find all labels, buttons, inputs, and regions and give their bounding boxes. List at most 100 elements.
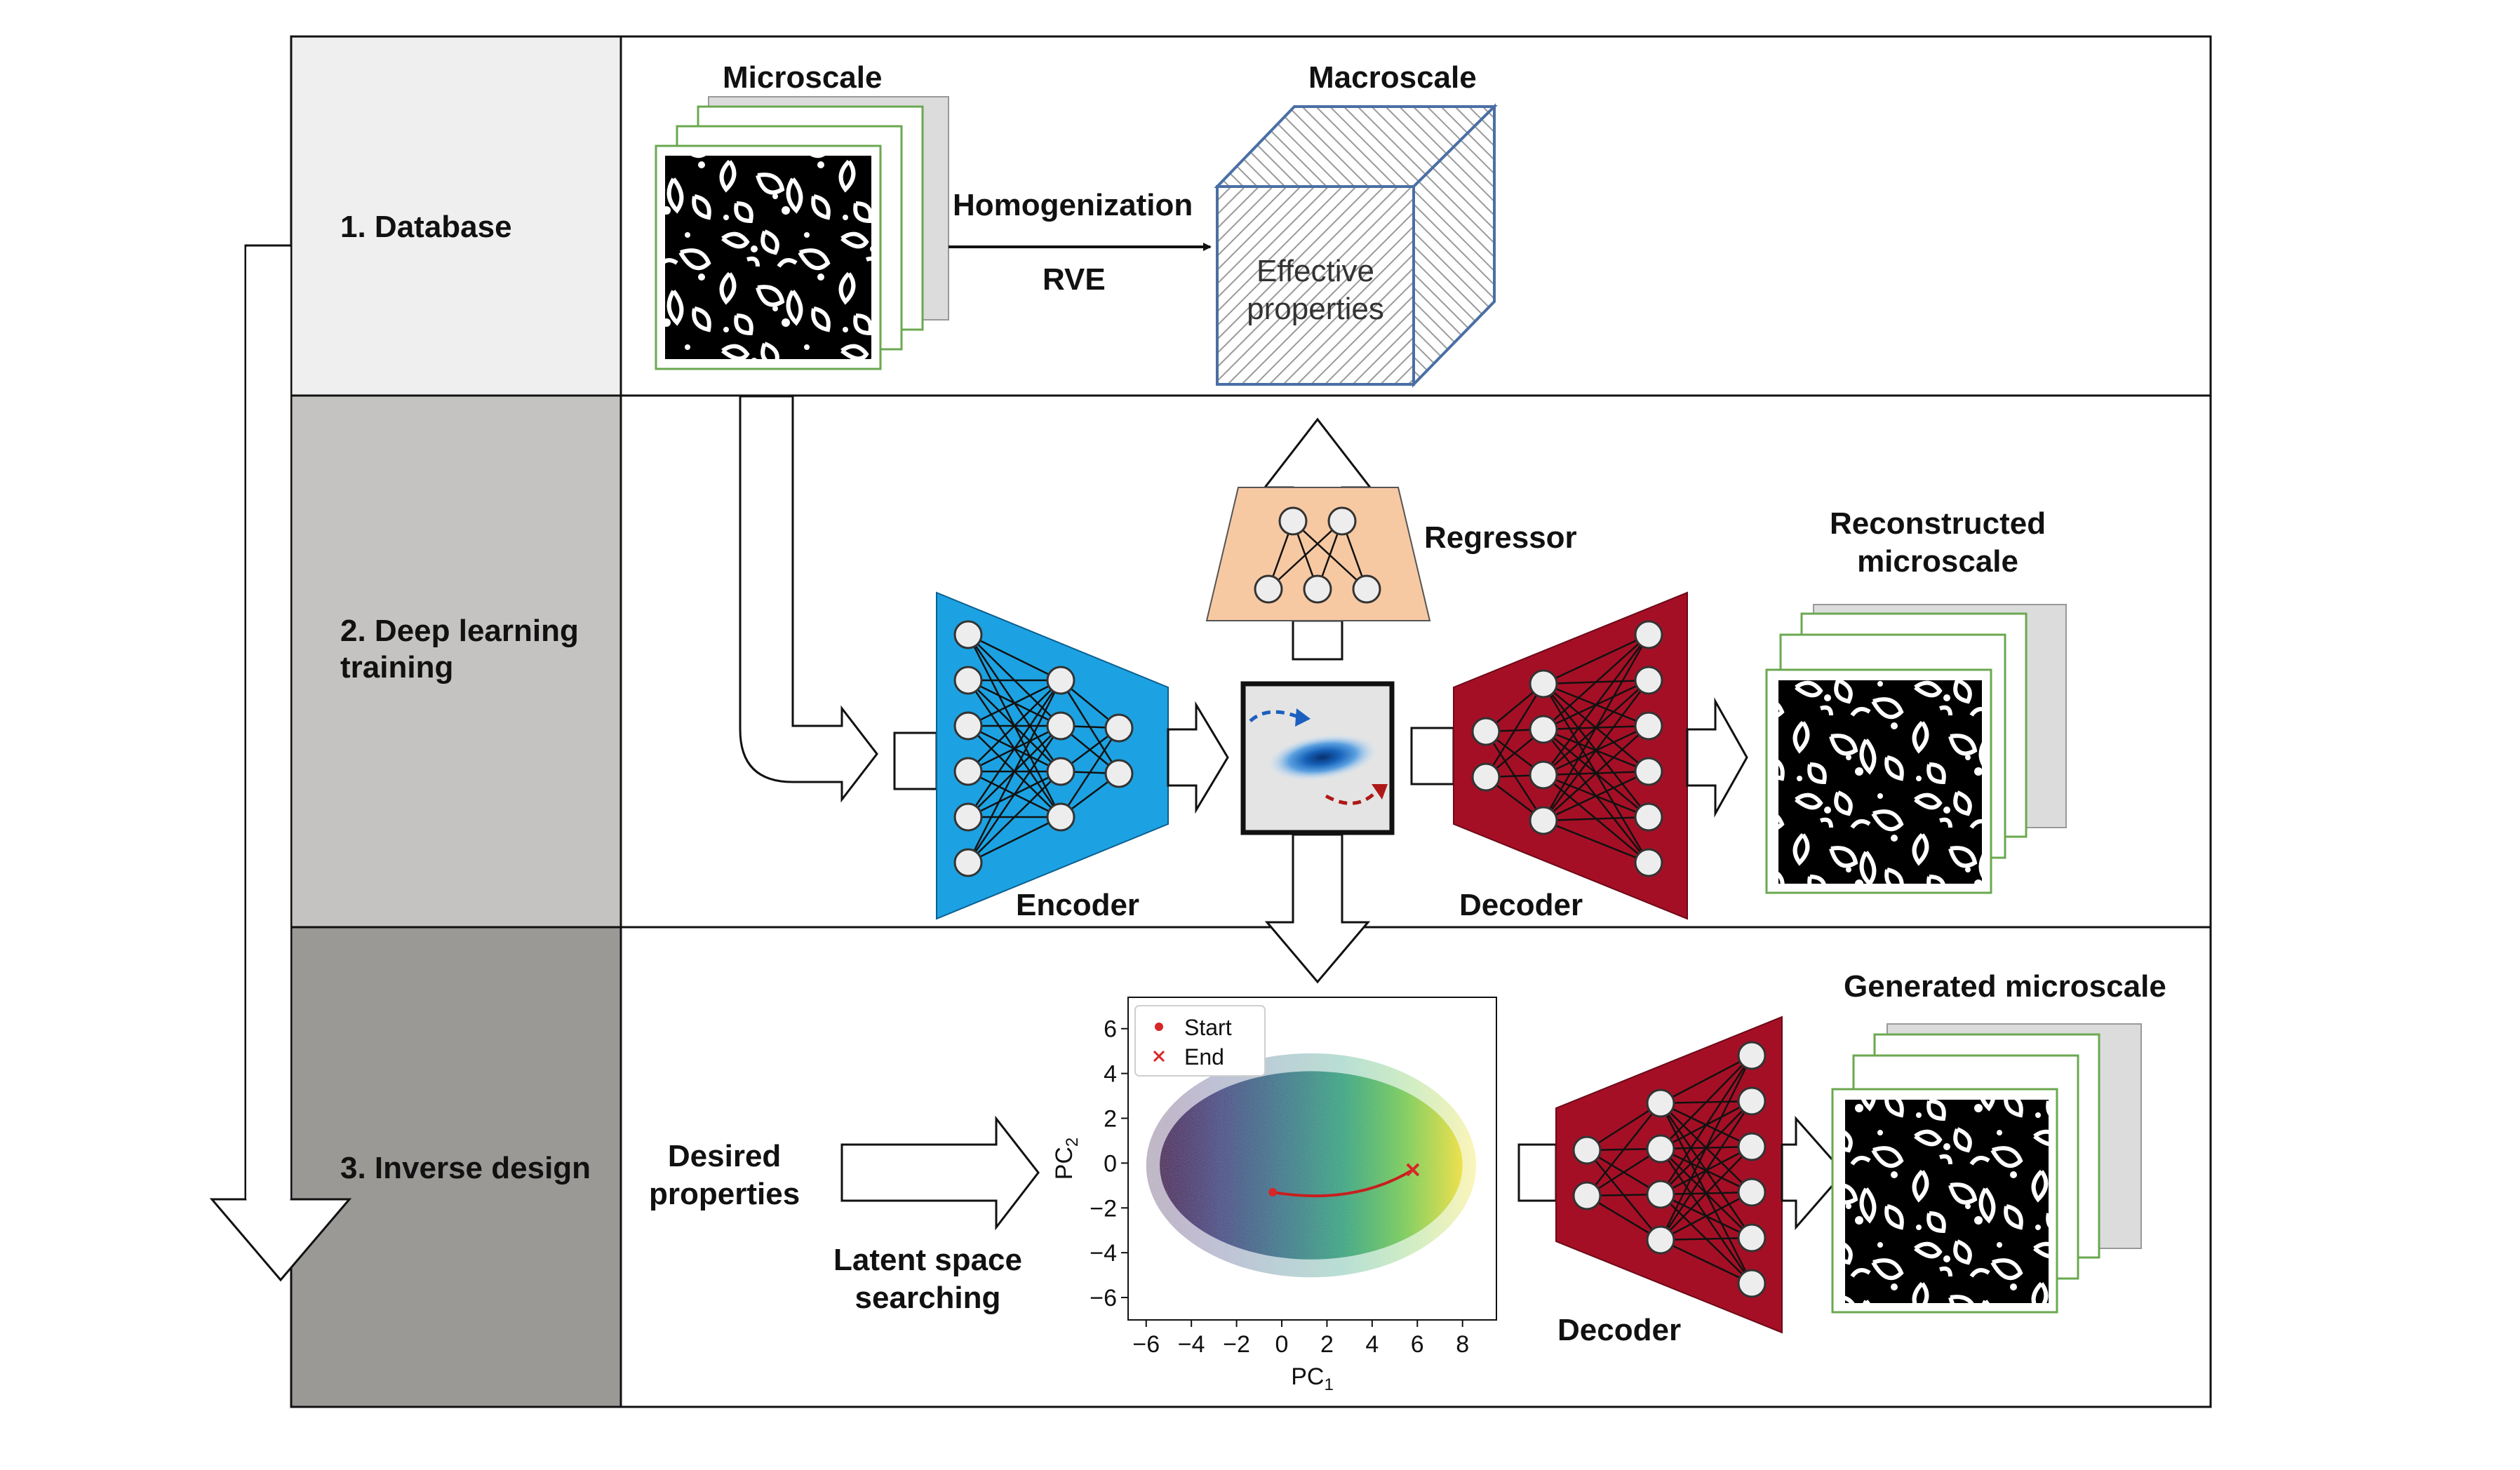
- decoder-network-training: [1453, 591, 1688, 920]
- decoder-node: [1737, 1178, 1767, 1207]
- decoder-node: [1646, 1225, 1675, 1255]
- latent-line1: Latent space: [833, 1243, 1022, 1277]
- decoder-node: [1529, 715, 1558, 744]
- x-tick-label: 0: [1275, 1331, 1289, 1358]
- reconstructed-line2: microscale: [1857, 544, 2018, 579]
- microscale-label: Microscale: [723, 60, 883, 95]
- decoder-node: [1572, 1181, 1602, 1211]
- legend-start-marker: [1155, 1023, 1163, 1031]
- regressor-up-arrow: [1292, 619, 1343, 661]
- y-tick-label: 2: [1104, 1106, 1117, 1133]
- decoder-node: [1634, 848, 1663, 877]
- reconstructed-label: Reconstructed microscale: [1830, 505, 2046, 581]
- decoder-input-arrow-inverse: [1517, 1143, 1557, 1202]
- decoder-node: [1737, 1269, 1767, 1298]
- row-label-training: 2. Deep learning training: [340, 613, 579, 686]
- desired-line1: Desired: [667, 1139, 782, 1173]
- x-tick-label: −6: [1132, 1331, 1160, 1358]
- regressor-node: [1254, 574, 1283, 604]
- encoder-node: [953, 802, 983, 832]
- desired-line2: properties: [649, 1177, 800, 1211]
- decoder-node: [1737, 1132, 1767, 1161]
- effective-line1: Effective: [1256, 254, 1374, 288]
- x-tick-label: −4: [1178, 1331, 1205, 1358]
- row-label-training-line2: training: [340, 650, 454, 685]
- decoder-node: [1529, 669, 1558, 699]
- encoder-node: [1046, 711, 1075, 741]
- decoder-input-arrow: [1410, 727, 1455, 785]
- legend-end-marker: [1153, 1050, 1165, 1063]
- decoder-node: [1634, 666, 1663, 695]
- legend-start-label: Start: [1184, 1015, 1232, 1040]
- latent-space-box: [1240, 681, 1395, 835]
- regressor-node: [1303, 574, 1332, 604]
- y-tick-label: −4: [1090, 1240, 1117, 1267]
- decoder-node: [1646, 1088, 1675, 1118]
- encoder-label: Encoder: [1016, 888, 1140, 922]
- arrow-shaft-fill: [246, 247, 290, 1199]
- regressor-node: [1278, 506, 1308, 536]
- decoder-node: [1634, 711, 1663, 741]
- regressor-network: [1205, 487, 1431, 621]
- reconstructed-line1: Reconstructed: [1830, 506, 2046, 541]
- latent-down-arrow: [1264, 833, 1371, 984]
- decoder-node: [1634, 757, 1663, 786]
- latent-search-arrow: [840, 1115, 1040, 1231]
- decoder-node: [1471, 717, 1501, 746]
- latent-line2: searching: [854, 1281, 1001, 1315]
- microscale-stack: [655, 96, 949, 370]
- generated-label: Generated microscale: [1844, 969, 2166, 1004]
- x-tick-label: −2: [1223, 1331, 1250, 1358]
- y-tick-label: −6: [1090, 1285, 1117, 1311]
- generator-output-arrow: [1781, 1116, 1845, 1231]
- desired-properties-label: Desired properties: [649, 1138, 800, 1213]
- encoder-node: [1046, 757, 1075, 786]
- decoder-node: [1529, 760, 1558, 790]
- effective-properties-label: Effective properties: [1217, 252, 1414, 328]
- end-point: [1406, 1163, 1420, 1177]
- row-inverse-bg: [291, 927, 621, 1407]
- decoder-node: [1737, 1041, 1767, 1070]
- row-label-database: 1. Database: [340, 210, 512, 244]
- legend-box: [1134, 1005, 1266, 1077]
- macroscale-cube: [1214, 103, 1498, 388]
- homogenization-label: Homogenization: [953, 188, 1193, 222]
- decoder-node: [1572, 1135, 1602, 1165]
- regressor-node: [1327, 506, 1357, 536]
- generated-stack: [1831, 1023, 2142, 1314]
- encoder-node: [953, 666, 983, 695]
- effective-line2: properties: [1247, 292, 1384, 326]
- encoder-output-arrow: [1167, 701, 1229, 814]
- y-tick-label: −2: [1090, 1195, 1117, 1222]
- encoder-input-arrow: [893, 731, 938, 790]
- encoder-node: [953, 711, 983, 741]
- decoder-node: [1737, 1223, 1767, 1253]
- macroscale-label: Macroscale: [1308, 60, 1477, 95]
- decoder-node: [1634, 802, 1663, 832]
- flow-arrow-to-encoder: [739, 395, 878, 803]
- decoder-node: [1737, 1086, 1767, 1116]
- encoder-node: [1104, 759, 1134, 788]
- row-training-bg: [291, 396, 621, 927]
- decoder-output-arrow: [1686, 697, 1748, 818]
- decoder-label-inverse: Decoder: [1557, 1313, 1682, 1347]
- x-axis-label: PC1: [1291, 1363, 1334, 1394]
- y-tick-label: 6: [1104, 1016, 1117, 1043]
- regressor-label: Regressor: [1424, 520, 1577, 555]
- x-tick-label: 8: [1456, 1331, 1469, 1358]
- x-tick-label: 4: [1365, 1331, 1379, 1358]
- encoder-node: [1046, 802, 1075, 832]
- encoder-node: [953, 757, 983, 786]
- x-tick-label: 2: [1320, 1331, 1334, 1358]
- row-label-inverse: 3. Inverse design: [340, 1151, 591, 1185]
- latent-search-label: Latent space searching: [833, 1241, 1022, 1317]
- encoder-node: [953, 620, 983, 649]
- x-tick-label: 6: [1411, 1331, 1424, 1358]
- legend-end-label: End: [1184, 1044, 1224, 1070]
- decoder-network-inverse: [1555, 1016, 1783, 1334]
- encoder-node: [1046, 666, 1075, 695]
- y-tick-label: 4: [1104, 1061, 1117, 1088]
- encoder-network: [936, 591, 1169, 920]
- regressor-node: [1352, 574, 1381, 604]
